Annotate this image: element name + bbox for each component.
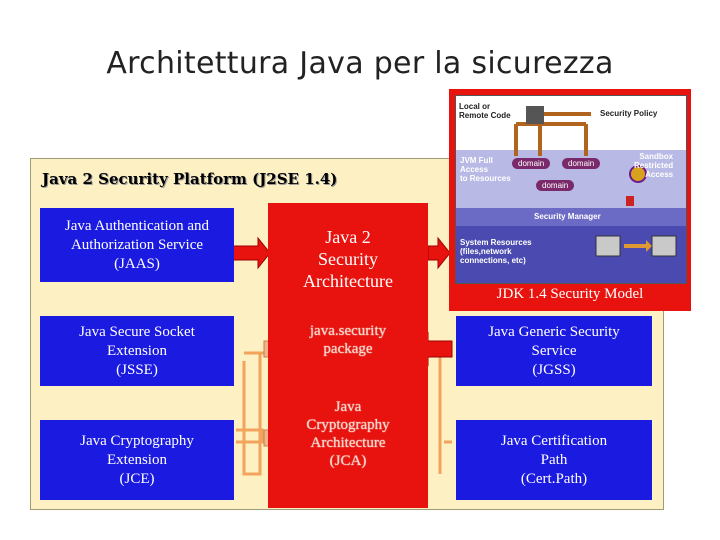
jdk-model-caption: JDK 1.4 Security Model [496,286,644,302]
jaas-box: Java Authentication and Authorization Se… [40,208,234,282]
domain-pill-2: domain [562,158,601,169]
domain-pill-3: domain [536,180,575,191]
jdk-model-graphic [456,96,686,283]
arrow-architecture-to-jdk [427,236,451,270]
resources-band [456,226,686,283]
platform-title: Java 2 Security Platform (J2SE 1.4) [42,170,338,188]
jsse-box: Java Secure Socket Extension (JSSE) [40,316,234,386]
computer-icon-2 [651,235,677,257]
security-manager-band [456,208,686,226]
jgss-box: Java Generic Security Service (JGSS) [456,316,652,386]
jgss-label: Java Generic Security Service (JGSS) [488,323,620,378]
system-resources-label: System Resources (files,network connecti… [460,238,532,265]
security-architecture-column [268,203,428,508]
transfer-arrow-icon [624,240,652,252]
jca-label: Java Cryptography Architecture (JCA) [306,399,390,469]
lock-icon [626,196,634,206]
connector-jsse [242,351,268,476]
architecture-label: Java 2 Security Architecture [303,227,393,291]
security-manager-label: Security Manager [534,212,601,221]
computer-icon [595,235,621,257]
domain-pill-1: domain [512,158,551,169]
jvm-access-label: JVM Full Access to Resources [460,156,511,183]
arrow-jaas-to-architecture [231,236,271,270]
jdk-model-diagram: Local or Remote Code Security Policy JVM… [455,95,687,284]
gavel-icon [526,106,544,124]
jaas-label: Java Authentication and Authorization Se… [64,217,210,272]
code-source-label: Local or Remote Code [459,102,511,120]
jce-box: Java Cryptography Extension (JCE) [40,420,234,500]
security-policy-label: Security Policy [600,109,658,118]
jce-label: Java Cryptography Extension (JCE) [80,432,194,487]
certpath-label: Java Certification Path (Cert.Path) [500,432,608,487]
slide-title: Architettura Java per la sicurezza [106,46,614,81]
connector-jgss [438,351,452,474]
certpath-box: Java Certification Path (Cert.Path) [456,420,652,500]
sandbox-label: Sandbox Restricted Access [634,152,674,179]
jsse-label: Java Secure Socket Extension (JSSE) [79,323,195,378]
package-label: java.security package [309,323,387,357]
no-entry-icon [629,165,647,183]
connector-jce [236,428,264,444]
